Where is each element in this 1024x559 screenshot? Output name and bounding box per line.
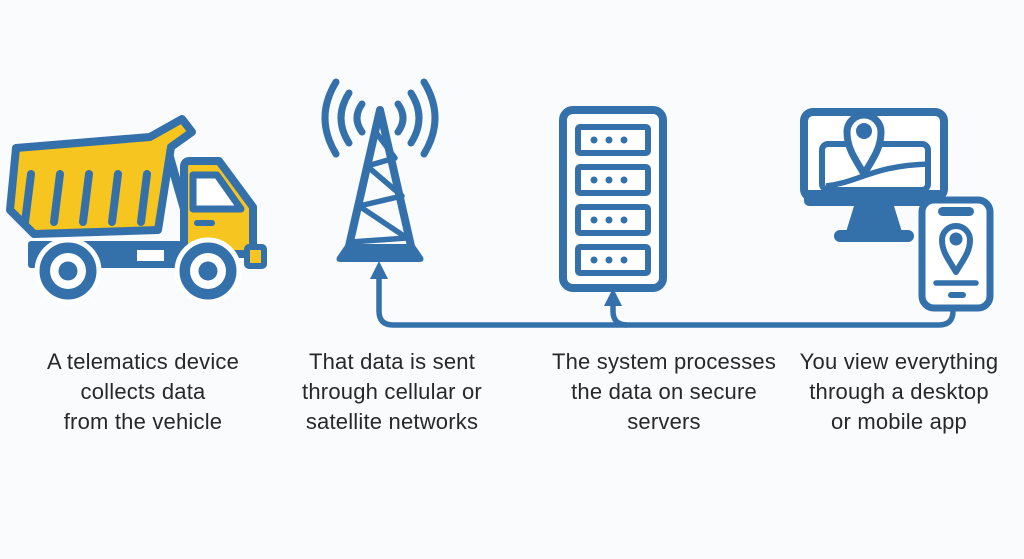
caption-step-3: The system processes the data on secure …: [539, 347, 789, 437]
caption-step-1: A telematics device collects data from t…: [18, 347, 268, 437]
server-rack-icon: [559, 106, 667, 292]
caption-line: The system processes: [551, 349, 777, 374]
truck-front-wheel: [174, 237, 242, 305]
caption-line: satellite networks: [305, 409, 479, 434]
radio-waves-left: [321, 78, 366, 158]
arrow-up-to-tower: [370, 261, 388, 279]
map-pin-icon: [843, 111, 885, 178]
caption-line: A telematics device: [46, 349, 240, 374]
radio-waves-right: [394, 78, 439, 158]
dump-truck-icon: [6, 115, 267, 305]
server-slot: [575, 164, 651, 196]
caption-line: or mobile app: [831, 409, 967, 434]
caption-line: through cellular or: [302, 379, 482, 404]
truck-rear-wheel: [34, 237, 102, 305]
caption-line: through a desktop: [809, 379, 989, 404]
cell-tower-icon: [321, 78, 439, 262]
map-pin-icon: [939, 223, 973, 275]
caption-step-2: That data is sent through cellular or sa…: [267, 347, 517, 437]
flow-connector-line: [370, 261, 956, 328]
smartphone-icon: [918, 196, 994, 312]
server-slot: [575, 204, 651, 236]
server-slot: [575, 124, 651, 156]
truck-bed-stripes: [21, 170, 151, 226]
caption-line: the data on secure: [571, 379, 757, 404]
caption-line: from the vehicle: [63, 409, 223, 434]
caption-step-4: You view everything through a desktop or…: [774, 347, 1024, 437]
server-slot: [575, 244, 651, 276]
caption-line: servers: [627, 409, 701, 434]
desktop-monitor-icon: [800, 108, 948, 242]
caption-line: You view everything: [799, 349, 999, 374]
caption-line: That data is sent: [308, 349, 476, 374]
arrow-up-to-server: [604, 288, 622, 306]
caption-line: collects data: [80, 379, 206, 404]
desktop-mobile-icon: [800, 108, 994, 312]
